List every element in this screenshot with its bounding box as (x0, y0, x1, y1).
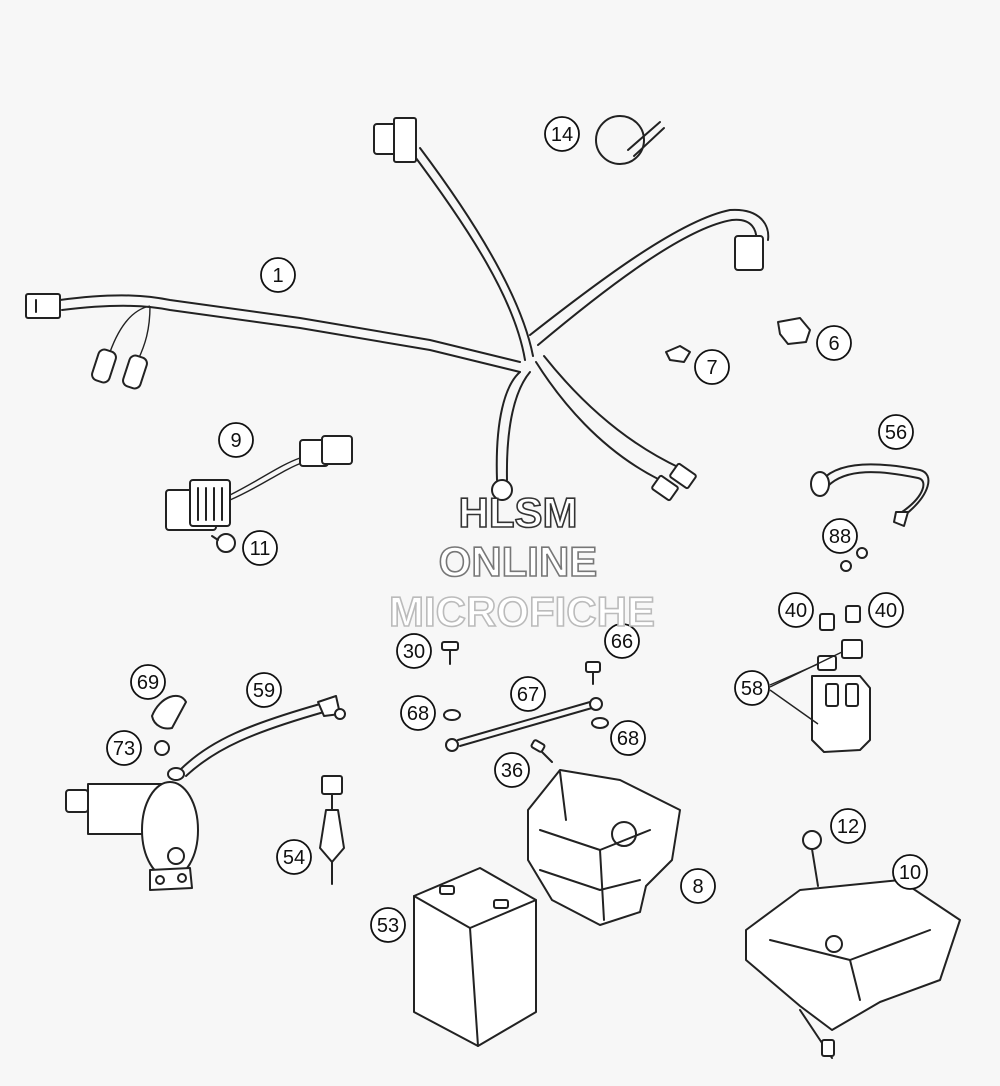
callouts: 1 6 7 8 9 10 11 12 14 30 36 40 40 53 54 … (106, 116, 928, 943)
callout-label: 40 (785, 600, 807, 622)
callout-10: 10 (892, 854, 928, 890)
callout-68-left: 68 (400, 695, 436, 731)
nuts-88 (840, 547, 868, 572)
callout-label: 12 (837, 816, 859, 838)
callout-label: 54 (283, 847, 305, 869)
callout-73: 73 (106, 730, 142, 766)
starter-cable-59 (167, 695, 346, 781)
bolt-66 (585, 661, 601, 685)
ground-strap-67 (445, 697, 603, 752)
callout-30: 30 (396, 633, 432, 669)
callout-14: 14 (544, 116, 580, 152)
cable-tie (595, 115, 665, 165)
screw-12 (802, 830, 822, 887)
fuse-40-right (845, 605, 861, 623)
callout-36: 36 (494, 752, 530, 788)
callout-label: 73 (113, 738, 135, 760)
watermark-line3: MICROFICHE (389, 588, 655, 635)
watermark: HLSM ONLINE MICROFICHE (388, 488, 656, 636)
callout-label: 68 (617, 728, 639, 750)
callout-68-right: 68 (610, 720, 646, 756)
rubber-cap-69 (151, 694, 187, 730)
callout-67: 67 (510, 676, 546, 712)
screw-11 (211, 533, 236, 553)
callout-56: 56 (878, 414, 914, 450)
callout-label: 14 (551, 124, 573, 146)
callout-label: 8 (692, 876, 703, 898)
callout-label: 6 (828, 333, 839, 355)
callout-54: 54 (276, 839, 312, 875)
washer-68-left (443, 709, 461, 721)
callout-40-right: 40 (868, 592, 904, 628)
callout-label: 68 (407, 703, 429, 725)
callout-label: 36 (501, 760, 523, 782)
callout-label: 58 (741, 678, 763, 700)
callout-label: 10 (899, 862, 921, 884)
wiring-harness (25, 117, 770, 502)
fuse-40-left (819, 613, 835, 631)
callout-59: 59 (246, 672, 282, 708)
callout-58: 58 (734, 670, 770, 706)
callout-label: 69 (137, 672, 159, 694)
cable-56 (810, 463, 930, 527)
callout-label: 88 (829, 526, 851, 548)
washer-68-right (591, 717, 609, 729)
battery-box (527, 769, 681, 926)
callout-12: 12 (830, 808, 866, 844)
callout-label: 11 (250, 538, 271, 560)
clip-7 (665, 345, 691, 363)
callout-label: 53 (377, 915, 399, 937)
starter-motor (65, 781, 199, 891)
callout-11: 11 (242, 530, 278, 566)
fuse-holder-54 (319, 775, 345, 885)
callout-label: 56 (885, 422, 907, 444)
callout-label: 59 (253, 680, 275, 702)
callout-label: 40 (875, 600, 897, 622)
watermark-line1: HLSM (459, 489, 578, 536)
callout-label: 30 (403, 641, 425, 663)
battery-tray (745, 879, 961, 1059)
callout-69: 69 (130, 664, 166, 700)
bolt-30 (441, 641, 459, 665)
bolt-36 (530, 739, 553, 763)
callout-label: 7 (706, 357, 717, 379)
starter-relay (769, 639, 871, 753)
callout-6: 6 (816, 325, 852, 361)
callout-1: 1 (260, 257, 296, 293)
watermark-line2: ONLINE (439, 538, 598, 585)
battery (413, 867, 537, 1047)
nut-73 (154, 740, 170, 756)
callout-label: 1 (272, 265, 283, 287)
callout-53: 53 (370, 907, 406, 943)
callout-7: 7 (694, 349, 730, 385)
callout-88: 88 (822, 518, 858, 554)
callout-8: 8 (680, 868, 716, 904)
callout-66: 66 (604, 623, 640, 659)
callout-label: 66 (611, 631, 633, 653)
clip-6 (777, 317, 811, 345)
callout-label: 9 (230, 430, 241, 452)
callout-label: 67 (517, 684, 539, 706)
voltage-regulator (165, 435, 353, 531)
callout-40-left: 40 (778, 592, 814, 628)
callout-9: 9 (218, 422, 254, 458)
